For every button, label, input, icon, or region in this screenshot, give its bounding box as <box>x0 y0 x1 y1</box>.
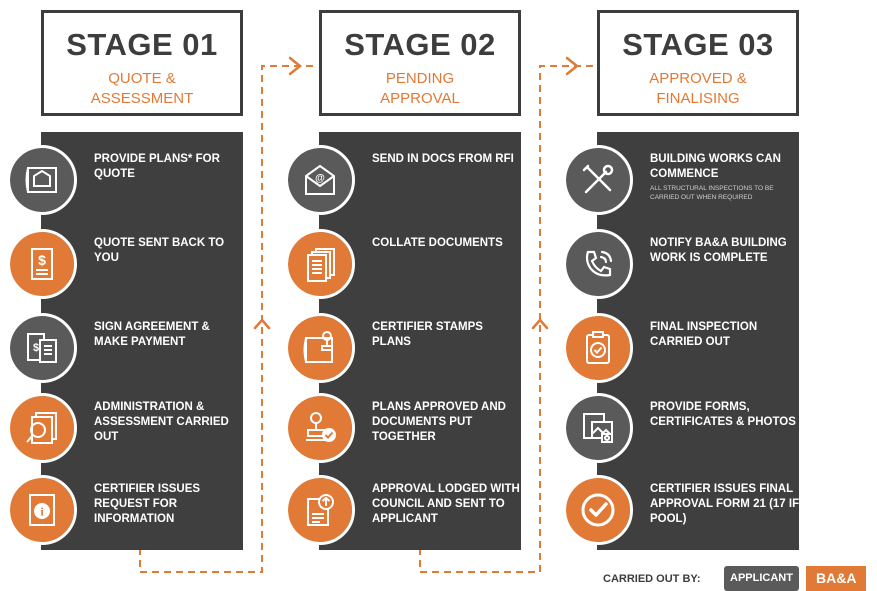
stage-subtitle-line: APPROVED & <box>649 70 747 87</box>
stage-03-header: STAGE 03 APPROVED & FINALISING <box>597 10 799 116</box>
stage-subtitle-line: QUOTE & <box>108 70 176 87</box>
stage-subtitle-line: APPROVAL <box>380 90 460 107</box>
stage-02-header: STAGE 02 PENDING APPROVAL <box>319 10 521 116</box>
stage-subtitle-line: ASSESSMENT <box>90 90 194 107</box>
step: CERTIFIER STAMPS PLANS <box>285 312 548 392</box>
photos-icon <box>563 393 633 463</box>
stage-03-panel <box>597 132 799 550</box>
quote-document-icon: $ <box>7 229 77 299</box>
email-icon: @ <box>285 145 355 215</box>
upload-document-icon <box>285 475 355 545</box>
step: $ SIGN AGREEMENT & MAKE PAYMENT <box>7 312 270 392</box>
phone-icon <box>563 229 633 299</box>
arrow-right-icon <box>288 56 303 76</box>
legend-label: CARRIED OUT BY: <box>603 573 701 585</box>
step-label: FINAL INSPECTION CARRIED OUT <box>650 321 758 348</box>
magnifier-documents-icon <box>7 393 77 463</box>
stage-title: STAGE 03 <box>622 27 774 62</box>
stage-subtitle: APPROVED & FINALISING <box>600 69 796 109</box>
step: APPROVAL LODGED WITH COUNCIL AND SENT TO… <box>285 474 548 554</box>
step-label: PROVIDE FORMS, CERTIFICATES & PHOTOS <box>650 401 796 428</box>
stage-subtitle: QUOTE & ASSESSMENT <box>44 69 240 109</box>
step: FINAL INSPECTION CARRIED OUT <box>563 312 826 392</box>
arrow-up-icon <box>531 318 549 330</box>
stage-subtitle-line: PENDING <box>385 70 455 87</box>
step: NOTIFY BA&A BUILDING WORK IS COMPLETE <box>563 228 826 308</box>
step: PLANS APPROVED AND DOCUMENTS PUT TOGETHE… <box>285 392 548 472</box>
arrow-up-icon <box>253 318 271 330</box>
svg-text:@: @ <box>315 173 325 184</box>
step-label: COLLATE DOCUMENTS <box>372 237 503 249</box>
step: PROVIDE PLANS* FOR QUOTE <box>7 144 270 224</box>
stage-title: STAGE 02 <box>344 27 496 62</box>
clipboard-check-icon <box>563 313 633 383</box>
step: @ SEND IN DOCS FROM RFI <box>285 144 548 224</box>
step: BUILDING WORKS CAN COMMENCE ALL STRUCTUR… <box>563 144 826 224</box>
legend-baa-badge: BA&A <box>806 566 867 591</box>
step-label: NOTIFY BA&A BUILDING WORK IS COMPLETE <box>650 237 787 264</box>
svg-text:i: i <box>40 505 44 519</box>
step: COLLATE DOCUMENTS <box>285 228 548 308</box>
step-label: APPROVAL LODGED WITH COUNCIL AND SENT TO… <box>372 483 520 525</box>
stage-01-header: STAGE 01 QUOTE & ASSESSMENT <box>41 10 243 116</box>
stamp-check-icon <box>285 393 355 463</box>
step-label: CERTIFIER STAMPS PLANS <box>372 321 483 348</box>
stage-subtitle-line: FINALISING <box>656 90 740 107</box>
info-document-icon: i <box>7 475 77 545</box>
stage-title: STAGE 01 <box>66 27 218 62</box>
arrow-right-icon <box>565 56 580 76</box>
step-label: SIGN AGREEMENT & MAKE PAYMENT <box>94 321 210 348</box>
tools-icon <box>563 145 633 215</box>
legend-applicant-badge: APPLICANT <box>724 566 799 591</box>
step: PROVIDE FORMS, CERTIFICATES & PHOTOS <box>563 392 826 472</box>
documents-stack-icon <box>285 229 355 299</box>
step-label: QUOTE SENT BACK TO YOU <box>94 237 225 264</box>
payment-document-icon: $ <box>7 313 77 383</box>
step-label: CERTIFIER ISSUES REQUEST FOR INFORMATION <box>94 483 201 525</box>
stage-02-panel <box>319 132 521 550</box>
step-label: PROVIDE PLANS* FOR QUOTE <box>94 153 220 180</box>
step-label: BUILDING WORKS CAN COMMENCE <box>650 153 781 180</box>
stage-01-panel <box>41 132 243 550</box>
step-label: ADMINISTRATION & ASSESSMENT CARRIED OUT <box>94 401 229 443</box>
step: $ QUOTE SENT BACK TO YOU <box>7 228 270 308</box>
blueprint-icon <box>7 145 77 215</box>
step: ADMINISTRATION & ASSESSMENT CARRIED OUT <box>7 392 270 472</box>
step-label: PLANS APPROVED AND DOCUMENTS PUT TOGETHE… <box>372 401 506 443</box>
checkmark-icon <box>563 475 633 545</box>
stamp-plans-icon <box>285 313 355 383</box>
svg-text:$: $ <box>33 342 39 354</box>
step: CERTIFIER ISSUES FINAL APPROVAL FORM 21 … <box>563 474 826 554</box>
step: i CERTIFIER ISSUES REQUEST FOR INFORMATI… <box>7 474 270 554</box>
step-label: CERTIFIER ISSUES FINAL APPROVAL FORM 21 … <box>650 483 800 525</box>
svg-text:$: $ <box>38 252 46 268</box>
stage-subtitle: PENDING APPROVAL <box>322 69 518 109</box>
step-note: ALL STRUCTURAL INSPECTIONS TO BE CARRIED… <box>650 185 774 201</box>
step-label: SEND IN DOCS FROM RFI <box>372 153 514 165</box>
